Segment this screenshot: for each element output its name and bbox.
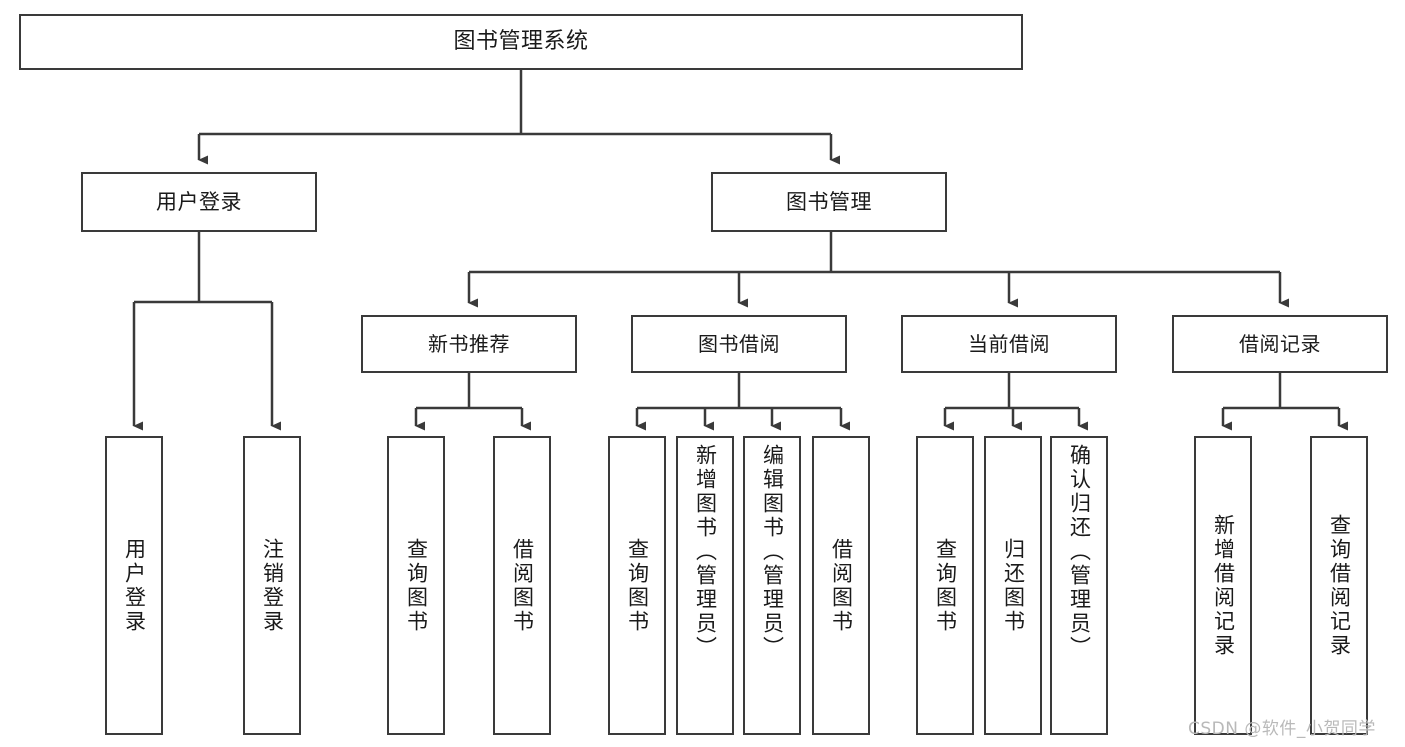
leaf-query-books-borrowing[interactable]: 查询图书 bbox=[608, 436, 666, 735]
node-label: 编辑图书（管理员） bbox=[760, 444, 785, 660]
node-root-book-management-system[interactable]: 图书管理系统 bbox=[19, 14, 1023, 70]
node-book-management[interactable]: 图书管理 bbox=[711, 172, 947, 232]
node-label: 借阅记录 bbox=[1239, 331, 1321, 356]
node-book-borrowing[interactable]: 图书借阅 bbox=[631, 315, 847, 373]
node-current-borrowing[interactable]: 当前借阅 bbox=[901, 315, 1117, 373]
leaf-return-books[interactable]: 归还图书 bbox=[984, 436, 1042, 735]
leaf-edit-book-admin[interactable]: 编辑图书（管理员） bbox=[743, 436, 801, 735]
node-label: 查询图书 bbox=[404, 537, 429, 634]
leaf-user-login[interactable]: 用户登录 bbox=[105, 436, 163, 735]
node-label: 借阅图书 bbox=[829, 537, 854, 634]
node-label: 图书管理系统 bbox=[453, 29, 589, 55]
node-label: 查询图书 bbox=[933, 537, 958, 634]
node-label: 用户登录 bbox=[122, 537, 147, 634]
node-label: 图书借阅 bbox=[698, 331, 780, 356]
node-label: 借阅图书 bbox=[510, 537, 535, 634]
node-user-login[interactable]: 用户登录 bbox=[81, 172, 317, 232]
leaf-query-books-recommendation[interactable]: 查询图书 bbox=[387, 436, 445, 735]
node-label: 确认归还（管理员） bbox=[1067, 444, 1092, 660]
node-borrowing-records[interactable]: 借阅记录 bbox=[1172, 315, 1388, 373]
node-label: 用户登录 bbox=[156, 189, 242, 214]
node-label: 归还图书 bbox=[1001, 537, 1026, 634]
node-label: 新增图书（管理员） bbox=[693, 444, 718, 660]
node-label: 注销登录 bbox=[260, 537, 285, 634]
leaf-add-book-admin[interactable]: 新增图书（管理员） bbox=[676, 436, 734, 735]
node-label: 新书推荐 bbox=[428, 331, 510, 356]
node-label: 新增借阅记录 bbox=[1211, 513, 1236, 658]
leaf-add-borrowing-record[interactable]: 新增借阅记录 bbox=[1194, 436, 1252, 735]
node-new-book-recommendation[interactable]: 新书推荐 bbox=[361, 315, 577, 373]
leaf-query-borrowing-record[interactable]: 查询借阅记录 bbox=[1310, 436, 1368, 735]
node-label: 查询借阅记录 bbox=[1327, 513, 1352, 658]
node-label: 当前借阅 bbox=[968, 331, 1050, 356]
leaf-confirm-return-admin[interactable]: 确认归还（管理员） bbox=[1050, 436, 1108, 735]
leaf-borrow-books-recommendation[interactable]: 借阅图书 bbox=[493, 436, 551, 735]
node-label: 图书管理 bbox=[786, 189, 872, 214]
leaf-logout[interactable]: 注销登录 bbox=[243, 436, 301, 735]
leaf-query-books-current[interactable]: 查询图书 bbox=[916, 436, 974, 735]
leaf-borrow-books-borrowing[interactable]: 借阅图书 bbox=[812, 436, 870, 735]
node-label: 查询图书 bbox=[625, 537, 650, 634]
